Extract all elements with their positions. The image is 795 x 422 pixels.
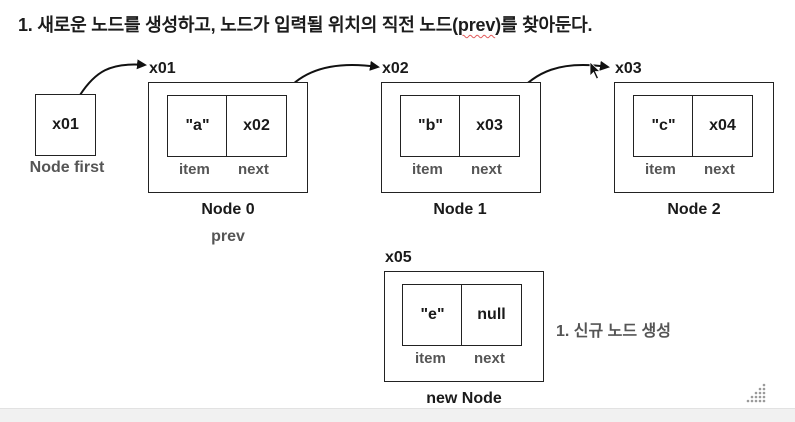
resize-grip-icon[interactable] (744, 382, 768, 404)
node0-next-cell: x02 (226, 95, 287, 157)
arrow-first-to-node0 (79, 59, 147, 96)
node2-caption: Node 2 (667, 201, 721, 218)
title-text-after: )를 찾아둔다. (495, 15, 593, 35)
node2-item-cell: "c" (633, 95, 694, 157)
new-node-next-cell: null (461, 284, 522, 346)
title-highlight: prev (457, 15, 496, 35)
node0-item-cell: "a" (167, 95, 228, 157)
node0-item-label: item (179, 161, 210, 178)
side-note: 1. 신규 노드 생성 (556, 323, 671, 340)
node0-next-label: next (238, 161, 269, 178)
first-pointer-box (35, 94, 96, 156)
node1-item-label: item (412, 161, 443, 178)
title-text-before: 1. 새로운 노드를 생성하고, 노드가 입력될 위치의 직전 노드( (18, 15, 458, 35)
node1-next-cell: x03 (459, 95, 520, 157)
new-node-next-label: next (474, 350, 505, 367)
node1-caption: Node 1 (433, 201, 487, 218)
new-node-address: x05 (385, 249, 412, 266)
first-pointer-caption: Node first (29, 159, 105, 176)
node1-next-label: next (471, 161, 502, 178)
first-pointer-value: x01 (52, 116, 79, 133)
new-node-caption: new Node (426, 390, 502, 407)
new-node-item-cell: "e" (402, 284, 463, 346)
page-title: 1. 새로운 노드를 생성하고, 노드가 입력될 위치의 직전 노드(prev)… (18, 11, 593, 37)
mouse-cursor-icon (589, 61, 602, 80)
new-node-item-label: item (415, 350, 446, 367)
node1-item-cell: "b" (400, 95, 461, 157)
node0-caption: Node 0 (201, 201, 255, 218)
node2-item-label: item (645, 161, 676, 178)
node2-next-cell: x04 (692, 95, 753, 157)
node2-address: x03 (615, 60, 642, 77)
node1-address: x02 (382, 60, 409, 77)
node0-address: x01 (149, 60, 176, 77)
bottom-bar (0, 408, 795, 422)
node2-next-label: next (704, 161, 735, 178)
node0-prev-label: prev (211, 228, 245, 245)
